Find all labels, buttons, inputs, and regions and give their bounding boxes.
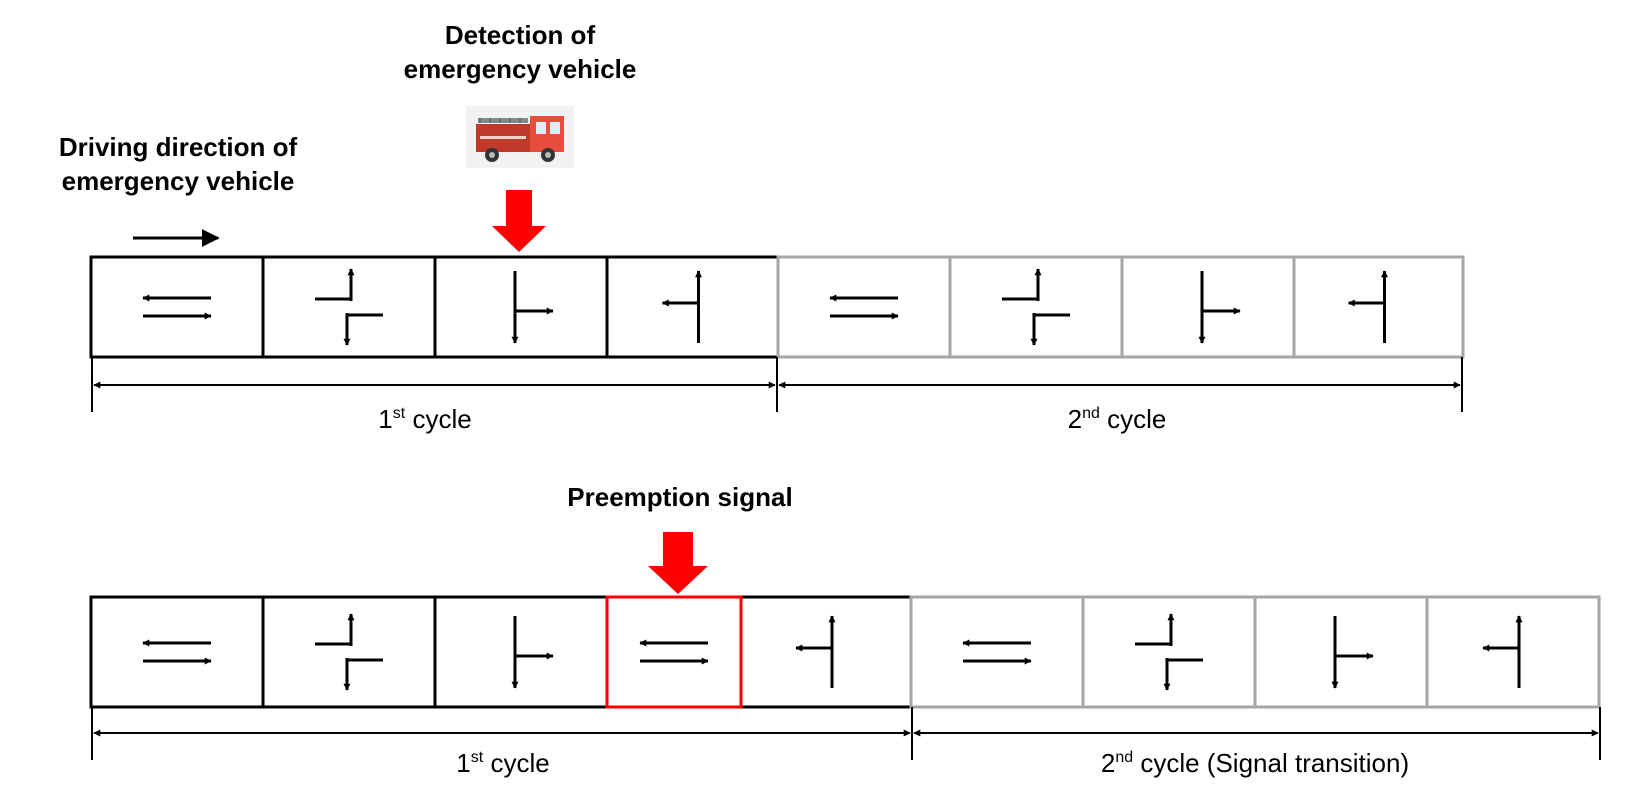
- direction-label-line1: Driving direction of: [59, 132, 298, 162]
- east-west-through-icon: [829, 294, 899, 320]
- east-west-through-icon: [142, 639, 212, 665]
- phase-box-border: [261, 255, 437, 359]
- phase-box-border: [909, 595, 1085, 709]
- detection-marker-arrow: [492, 190, 546, 252]
- north-through-left-icon: [661, 270, 702, 343]
- phase-box-border: [433, 595, 609, 709]
- preemption-label: Preemption signal: [567, 482, 792, 512]
- south-through-right-icon: [511, 271, 554, 344]
- phase-box-border: [739, 595, 913, 709]
- phase-box: [433, 595, 609, 709]
- south-through-right-icon: [1331, 616, 1374, 689]
- top-cycle2-label: 2nd cycle: [1068, 404, 1167, 434]
- phase-box-border: [1081, 595, 1257, 709]
- top-cycle1-span: [91, 357, 1463, 412]
- bottom-cycle-spans: [91, 707, 1601, 760]
- south-through-right-icon: [511, 616, 554, 689]
- bottom-phase-sequence: [89, 595, 1601, 709]
- phase-box: [89, 255, 265, 359]
- phase-box: [1253, 595, 1429, 709]
- phase-box-border: [1120, 255, 1296, 359]
- fire-truck-icon: [466, 106, 574, 168]
- phase-box: [1292, 255, 1465, 359]
- phase-box: [261, 255, 437, 359]
- protected-left-turns-icon: [315, 268, 383, 346]
- phase-box: [89, 595, 265, 709]
- protected-left-turns-icon: [1002, 268, 1070, 346]
- bottom-cycle2-label: 2nd cycle (Signal transition): [1101, 748, 1409, 778]
- protected-left-turns-icon: [1135, 613, 1203, 691]
- phase-box-border: [89, 595, 265, 709]
- north-through-left-icon: [1482, 615, 1523, 688]
- phase-box-border: [1425, 595, 1601, 709]
- phase-box: [776, 255, 952, 359]
- phase-box: [605, 255, 780, 359]
- phase-box-border: [776, 255, 952, 359]
- south-through-right-icon: [1198, 271, 1241, 344]
- phase-box-border: [89, 255, 265, 359]
- phase-box: [1120, 255, 1296, 359]
- north-through-left-icon: [1347, 270, 1388, 343]
- protected-left-turns-icon: [315, 613, 383, 691]
- preemption-marker-arrow: [648, 532, 708, 594]
- phase-box-border: [1292, 255, 1465, 359]
- phase-box: [261, 595, 437, 709]
- bottom-cycle1-label: 1st cycle: [456, 748, 549, 778]
- phase-box-border: [605, 595, 743, 709]
- phase-box: [433, 255, 609, 359]
- phase-box: [948, 255, 1124, 359]
- phase-box-border: [433, 255, 609, 359]
- phase-box-border: [948, 255, 1124, 359]
- phase-box: [909, 595, 1085, 709]
- phase-box-border: [261, 595, 437, 709]
- east-west-through-icon: [962, 639, 1032, 665]
- phase-box-border: [1253, 595, 1429, 709]
- phase-box-border: [605, 255, 780, 359]
- phase-box: [1425, 595, 1601, 709]
- detection-label-line2: emergency vehicle: [404, 54, 637, 84]
- phase-box: [739, 595, 913, 709]
- detection-label-line1: Detection of: [445, 20, 596, 50]
- direction-label-line2: emergency vehicle: [62, 166, 295, 196]
- phase-box: [1081, 595, 1257, 709]
- top-cycle1-label: 1st cycle: [378, 404, 471, 434]
- east-west-through-icon: [639, 639, 709, 665]
- east-west-through-icon: [142, 294, 212, 320]
- preemption-phase-box: [605, 595, 743, 709]
- north-through-left-icon: [795, 615, 836, 688]
- top-phase-sequence: [89, 255, 1465, 359]
